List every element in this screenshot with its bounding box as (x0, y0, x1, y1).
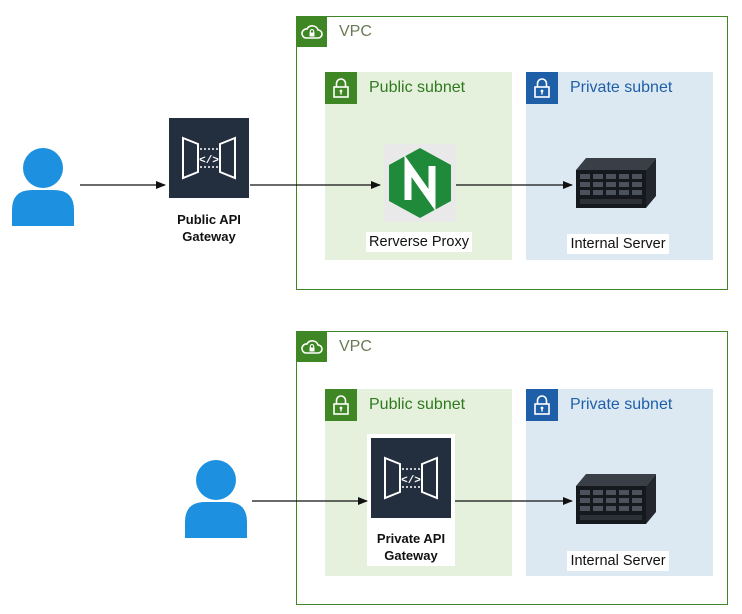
public-subnet-label: Public subnet (369, 396, 466, 413)
gateway-caption-line1: Private API (376, 531, 446, 546)
api-gateway-icon: </> (169, 118, 249, 198)
server-icon (564, 152, 664, 219)
api-gateway-icon: </> (371, 438, 451, 518)
server-icon (564, 468, 664, 535)
server-label: Internal Server (567, 551, 669, 571)
private-subnet-top: Private subnet (526, 72, 713, 260)
public-subnet-label: Public subnet (369, 79, 466, 96)
vpc-bottom: VPC (296, 331, 728, 605)
user-icon (183, 458, 249, 545)
cloud-lock-icon (297, 332, 327, 362)
gateway-caption-line2: Gateway (182, 229, 236, 244)
server-caption-top: Internal Server (552, 234, 684, 254)
gateway-caption-line1: Public API (177, 212, 241, 227)
padlock-icon (526, 72, 558, 104)
proxy-label: Rerverse Proxy (366, 232, 472, 252)
private-subnet-label: Private subnet (570, 396, 673, 413)
vpc-top: VPC (296, 16, 728, 290)
svg-text:</>: </> (401, 475, 421, 487)
private-gateway-caption: Private API Gateway (361, 530, 461, 564)
user-icon (10, 146, 76, 233)
padlock-icon (325, 389, 357, 421)
public-gateway-caption: Public API Gateway (159, 211, 259, 245)
padlock-icon (526, 389, 558, 421)
server-caption-bottom: Internal Server (552, 551, 684, 571)
nginx-icon (384, 144, 456, 222)
vpc-label: VPC (339, 338, 372, 355)
svg-text:</>: </> (199, 155, 219, 167)
gateway-caption-line2: Gateway (384, 548, 438, 563)
cloud-lock-icon (297, 17, 327, 47)
vpc-label: VPC (339, 23, 372, 40)
private-subnet-label: Private subnet (570, 79, 673, 96)
proxy-caption: Rerverse Proxy (352, 232, 486, 252)
server-label: Internal Server (567, 234, 669, 254)
padlock-icon (325, 72, 357, 104)
